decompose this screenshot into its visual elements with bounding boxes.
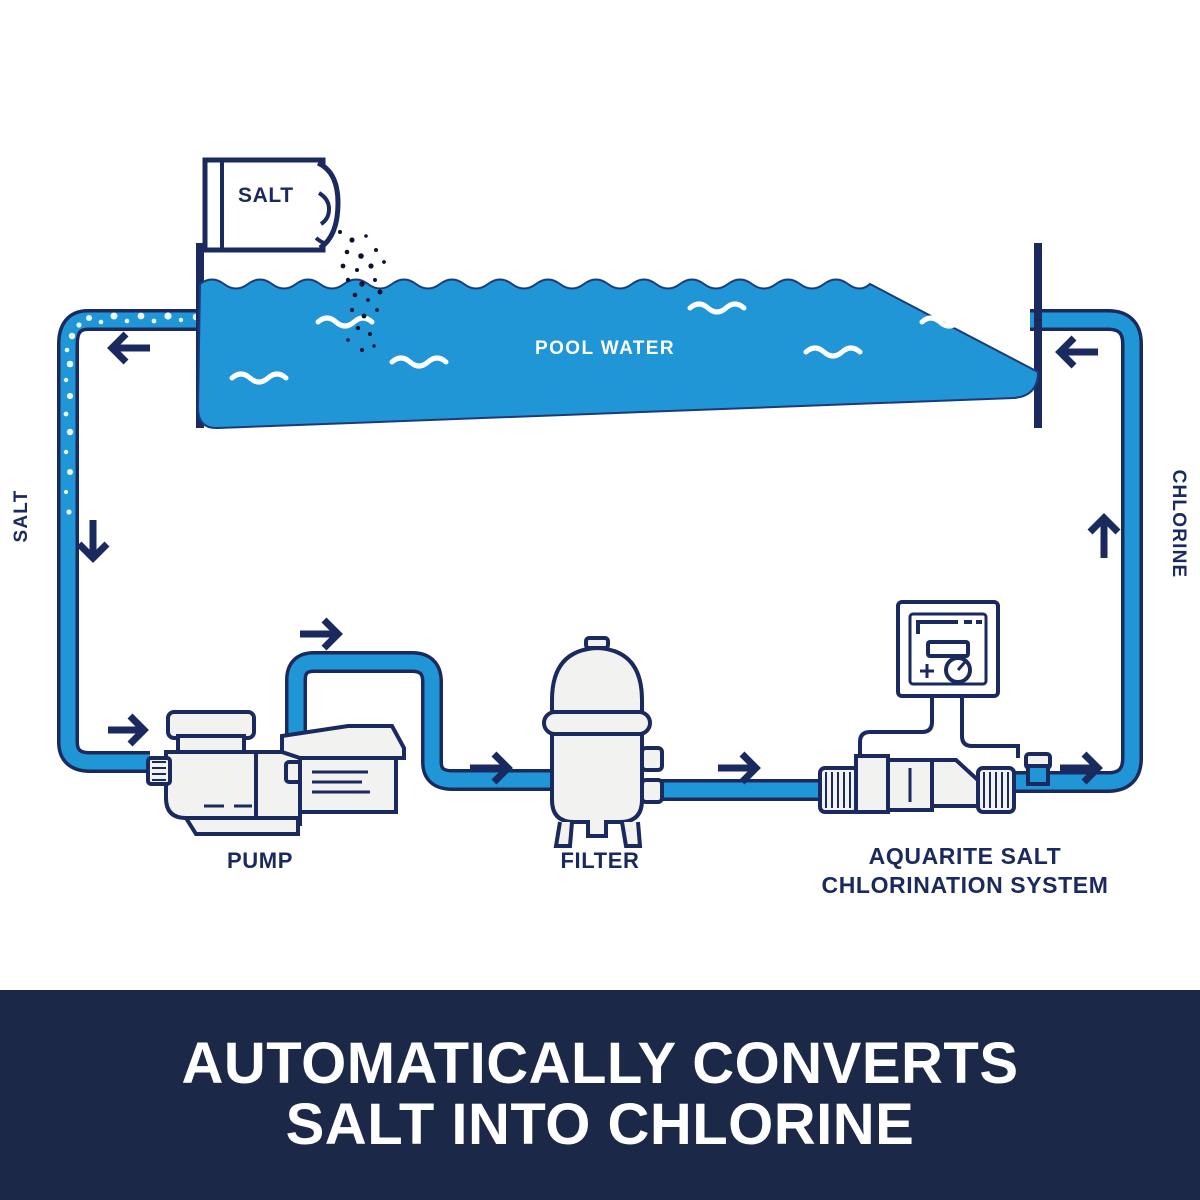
aquarite-control-box [858,600,1020,758]
arrow-right-pump-inlet [108,713,149,747]
salt-pipe-label: SALT [11,489,32,543]
salt-bag [202,157,341,253]
arrow-right-filter-inlet [470,751,513,785]
chlorine-pipe-label: CHLORINE [1168,469,1189,579]
arrow-up-chlorine [1087,513,1121,558]
headline-banner: AUTOMATICALLY CONVERTS SALT INTO CHLORIN… [0,990,1200,1200]
pool-water-body [196,278,1040,430]
pump [146,710,406,836]
salt-bag-label: SALT [238,184,294,207]
filter-label: FILTER [560,848,640,873]
arrow-right-pump-outlet [300,617,343,651]
dial-icon [944,656,972,684]
arrow-right-cell-outlet [1060,751,1103,785]
salt-grains-falling [338,230,386,353]
flow-sensor [1024,752,1052,786]
arrow-down-salt [76,520,110,563]
arrow-right-cell-inlet [718,751,761,785]
aquarite-label: AQUARITE SALT CHLORINATION SYSTEM [780,842,1150,900]
filter [542,636,664,848]
pump-label: PUMP [227,848,293,873]
headline-line-1: AUTOMATICALLY CONVERTS [181,1031,1019,1097]
sparkle-icon [920,664,934,678]
headline-line-2: SALT INTO CHLORINE [285,1092,915,1157]
aquarite-cell [818,752,1052,814]
aquarite-label-line2: CHLORINATION SYSTEM [821,871,1109,898]
water-ripples [229,301,979,385]
flow-arrows [76,331,1121,785]
circulation-pipe-loop [57,309,1143,801]
pool-system-diagram: SALT POOL WATER SALT CHLORINE PUMP FILTE… [11,157,1189,900]
motor-vents [312,770,370,794]
pool [196,230,1042,430]
aquarite-label-line1: AQUARITE SALT [868,843,1062,869]
arrow-left-upper-left [107,331,150,365]
salt-particles-in-pipe [63,312,200,515]
pool-water-label: POOL WATER [535,338,675,359]
arrow-left-upper-right [1055,335,1098,369]
pool-right-wall [1034,243,1042,428]
diagram-svg [57,157,1143,848]
